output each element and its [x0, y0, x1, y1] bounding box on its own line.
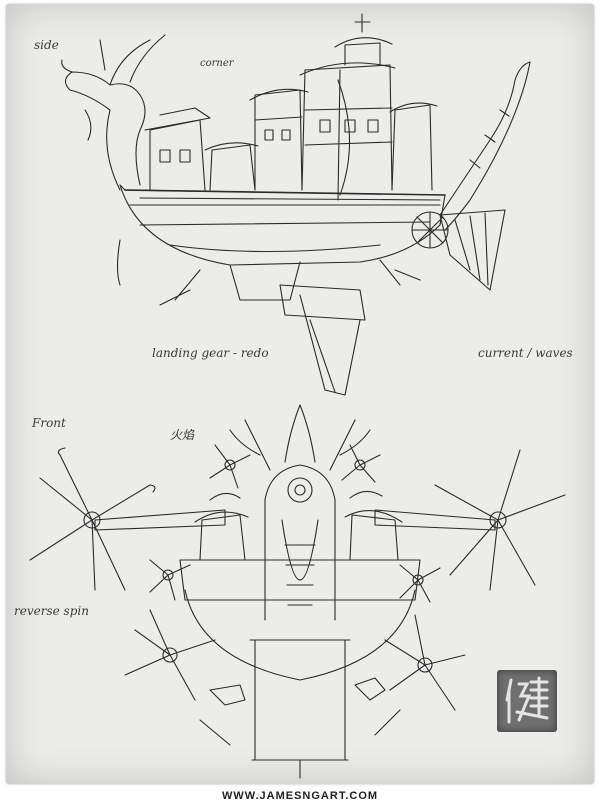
- paper-sheet: [6, 4, 594, 784]
- propeller-small-top-right: [341, 444, 381, 483]
- annotation-landing-gear: landing gear - redo: [152, 346, 269, 360]
- propeller-small-mid-left: [149, 559, 191, 601]
- footer-url: WWW.JAMESNGART.COM: [221, 790, 379, 802]
- annotation-current-waves: current / waves: [478, 346, 573, 360]
- front-view-airship: [29, 404, 566, 779]
- annotation-reverse-spin: reverse spin: [14, 604, 89, 618]
- side-view-airship: [61, 13, 531, 396]
- annotation-front: Front: [32, 416, 66, 430]
- propeller-lower-left: [124, 609, 216, 701]
- annotation-fire: 火焰: [170, 428, 195, 442]
- artist-seal-stamp: [497, 670, 557, 732]
- propeller-left: [29, 447, 156, 591]
- propeller-lower-right: [384, 614, 466, 711]
- seal-glyph-icon: [505, 676, 549, 724]
- annotation-corner: corner: [200, 58, 234, 69]
- propeller-small-top-left: [209, 444, 251, 489]
- propeller-right: [434, 449, 566, 591]
- propeller-small-mid-right: [399, 564, 441, 603]
- annotation-side: side: [34, 38, 59, 52]
